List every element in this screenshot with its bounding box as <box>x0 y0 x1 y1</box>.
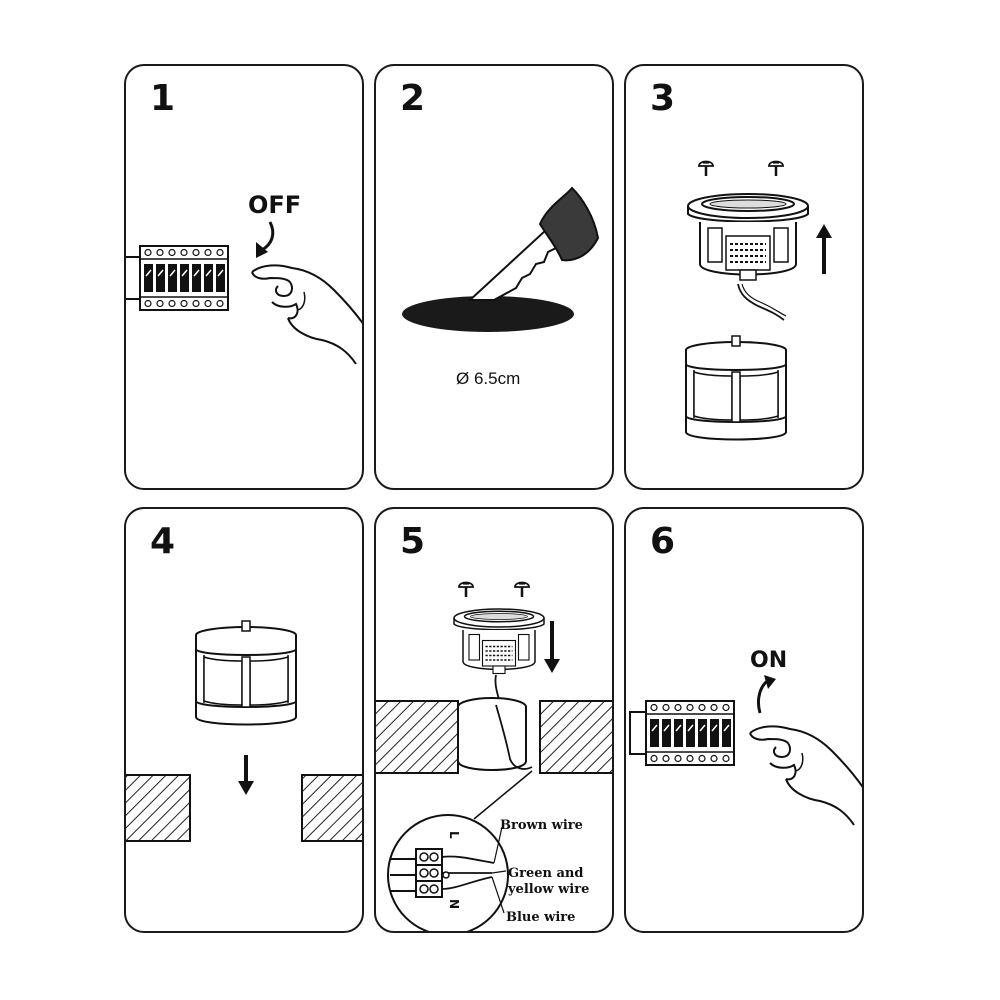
step-1-illustration: OFF <box>126 191 362 365</box>
green-yellow-wire-label-line1: Green and <box>508 866 583 881</box>
screw-icon <box>457 581 475 599</box>
step-3-panel: 3 <box>624 64 864 490</box>
step-number: 3 <box>650 78 676 119</box>
step-5-illustration: L N Brown wire Green and yellow wire Blu… <box>376 581 612 931</box>
on-label: ON <box>750 648 787 673</box>
step-number: 1 <box>150 78 176 119</box>
circuit-breaker-icon <box>126 245 229 311</box>
step-number: 2 <box>400 78 426 119</box>
mounting-sleeve-icon <box>195 620 297 726</box>
circuit-breaker-icon <box>629 700 735 766</box>
light-fixture-icon <box>453 608 545 675</box>
step-4-illustration <box>126 620 362 842</box>
neutral-terminal-label: N <box>447 899 461 909</box>
step-number: 4 <box>150 521 176 562</box>
step-2-illustration: Ø 6.5cm <box>402 186 600 388</box>
mounting-hole-icon <box>402 296 574 332</box>
ground-right-icon <box>539 700 612 774</box>
step-number: 6 <box>650 521 676 562</box>
step-5-panel: 5 <box>374 507 614 933</box>
wiring-detail-icon <box>387 814 509 931</box>
off-label: OFF <box>248 191 301 219</box>
step-1-panel: 1 OFF <box>124 64 364 490</box>
mounting-sleeve-icon <box>457 697 533 771</box>
ground-right-icon <box>301 774 362 842</box>
screw-icon <box>513 581 531 599</box>
diameter-label: Ø 6.5cm <box>456 369 520 388</box>
step-6-illustration: ON <box>629 648 862 826</box>
blue-wire-label: Blue wire <box>506 910 575 925</box>
hand-icon <box>251 264 362 365</box>
green-yellow-wire-label-line2: yellow wire <box>507 882 589 897</box>
step-6-panel: 6 ON <box>624 507 864 933</box>
step-3-illustration <box>685 160 832 441</box>
screw-icon <box>697 160 715 178</box>
hand-icon <box>749 725 862 826</box>
live-terminal-label: L <box>447 831 461 839</box>
switch-down-arrow-icon <box>261 221 275 252</box>
step-4-panel: 4 <box>124 507 364 933</box>
hole-saw-icon <box>467 186 600 301</box>
light-fixture-icon <box>687 193 809 281</box>
mounting-sleeve-icon <box>685 335 787 441</box>
ground-left-icon <box>126 774 191 842</box>
step-number: 5 <box>400 521 426 562</box>
brown-wire-label: Brown wire <box>500 818 583 833</box>
screw-icon <box>767 160 785 178</box>
ground-left-icon <box>376 700 459 774</box>
step-2-panel: 2 Ø 6.5cm <box>374 64 614 490</box>
